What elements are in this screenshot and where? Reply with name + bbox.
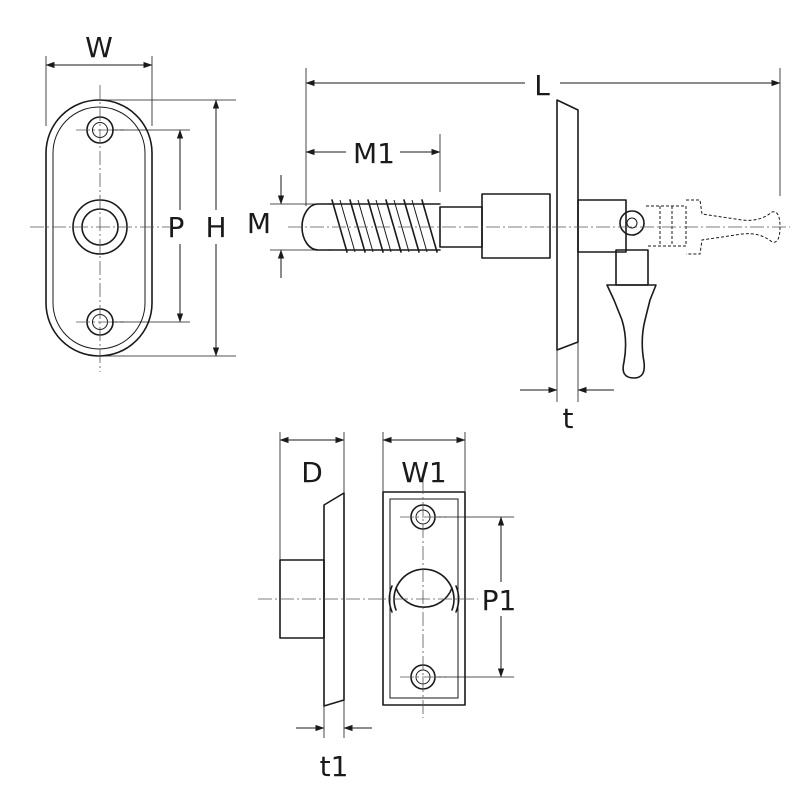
dimension-d: D [279,432,345,560]
label-t: t [563,402,574,435]
bolt-side-view [288,99,790,379]
dimension-t1: t1 [296,700,372,783]
strike-front-view [372,480,478,718]
dimension-h: H [100,99,236,357]
dimension-p: P [112,129,190,323]
label-p1: P1 [482,584,517,617]
label-m: M [247,207,271,240]
label-h: H [205,211,226,244]
label-t1: t1 [320,750,349,783]
oval-plate-front-view [30,85,170,372]
label-w: W [85,31,113,64]
dimension-t: t [520,342,614,435]
dimension-p1: P1 [436,516,517,678]
label-p: P [168,211,185,244]
dimension-l: L [305,68,781,206]
dimension-w: W [45,31,153,126]
label-w1: W1 [401,456,447,489]
dimension-m: M [247,175,318,278]
strike-side-view [258,492,372,707]
dimension-m1: M1 [305,134,441,192]
label-d: D [301,456,323,489]
label-l: L [534,69,550,102]
dimension-w1: W1 [382,432,466,492]
label-m1: M1 [353,137,395,170]
